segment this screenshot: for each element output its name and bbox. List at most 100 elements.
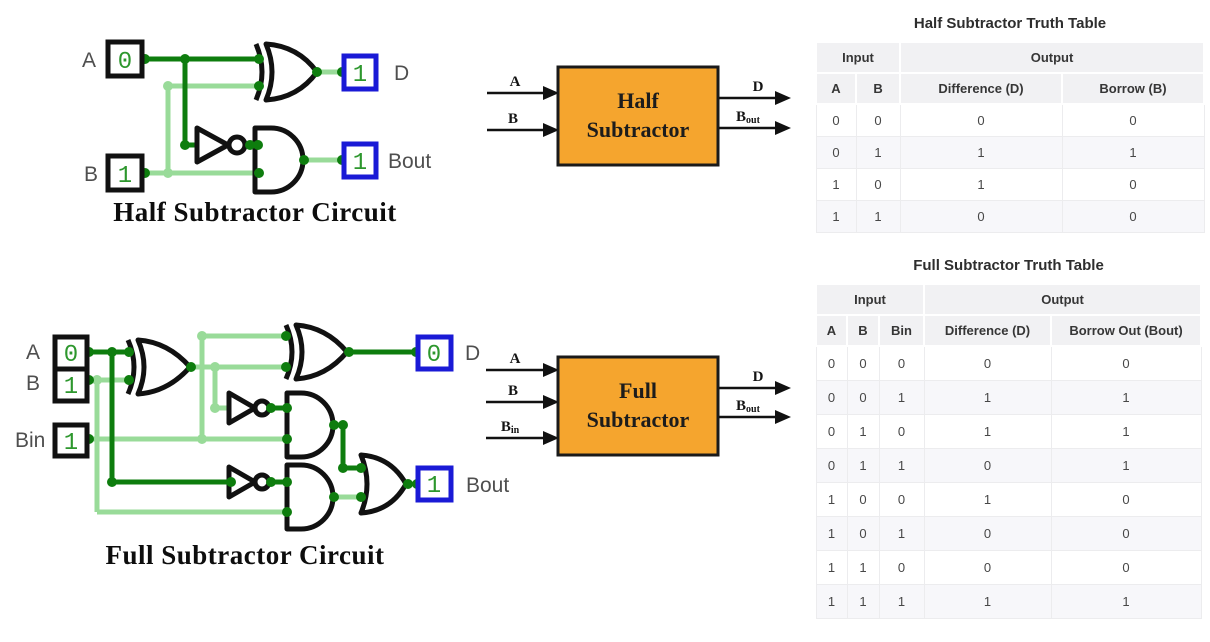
input-box-a	[52, 334, 90, 372]
table-cell: 0	[923, 448, 1052, 483]
table-cell: 1	[815, 584, 848, 619]
table-cell: 0	[878, 345, 925, 381]
full-truth-table: Input Output A B Bin Difference (D) Borr…	[814, 283, 1202, 619]
half-junction-dots-light	[163, 81, 173, 178]
column-header: A	[815, 314, 848, 347]
arrowhead-input-b	[543, 395, 559, 409]
table-cell: 1	[846, 550, 880, 585]
table-cell: 1	[815, 168, 857, 201]
half-block-arrows	[487, 91, 776, 132]
input-bin-label: Bin	[15, 429, 45, 452]
table-row: 0 0 0 0 0	[815, 345, 1202, 381]
table-cell: 0	[923, 550, 1052, 585]
output-d-label: D	[465, 342, 480, 365]
arrowhead-input-bin	[543, 431, 559, 445]
output-box-d	[341, 53, 379, 92]
input-b-value: 1	[64, 374, 78, 401]
table-cell: 0	[846, 380, 880, 415]
table-cell: 1	[923, 482, 1052, 517]
full-block-label-bout: Bout	[736, 398, 761, 415]
full-circuit-title: Full Subtractor Circuit	[105, 540, 385, 570]
table-cell: 1	[815, 516, 848, 551]
table-cell: 1	[1050, 414, 1202, 449]
table-cell: 0	[878, 482, 925, 517]
output-bout-label: Bout	[388, 150, 431, 173]
column-header: Bin	[877, 314, 926, 347]
table-cell: 1	[815, 550, 848, 585]
output-box-bout	[415, 465, 454, 503]
table-row: 1 1 1 1 1	[815, 584, 1202, 619]
table-row: 0 1 0 1 1	[815, 414, 1202, 449]
table-cell: 1	[815, 482, 848, 517]
full-block-label-d: D	[753, 369, 764, 385]
column-header: Difference (D)	[923, 314, 1053, 347]
table-cell: 0	[815, 448, 848, 483]
table-cell: 1	[855, 136, 901, 169]
half-subtractor-block-diagram: Half Subtractor A B D Bout	[487, 65, 791, 167]
xor1-gate-input-arc	[125, 338, 137, 396]
table-row: 0 1 1 1	[815, 136, 1205, 169]
not-gate	[194, 125, 231, 165]
input-a-value: 0	[64, 342, 78, 369]
table-row: 1 0 1 0 0	[815, 516, 1202, 551]
table-cell: 1	[923, 414, 1052, 449]
input-bin-value: 1	[64, 430, 78, 457]
arrowhead-output-d	[775, 91, 791, 105]
table-cell: 0	[815, 136, 857, 169]
input-box-b	[52, 366, 90, 404]
half-block-label-d: D	[753, 79, 764, 95]
column-header: Difference (D)	[899, 72, 1064, 105]
input-b-label: B	[26, 372, 40, 395]
half-circuit-title: Half Subtractor Circuit	[113, 197, 397, 227]
full-gates	[125, 322, 409, 532]
table-cell: 0	[878, 550, 925, 585]
output-bout-label: Bout	[466, 474, 509, 497]
full-junction-dots-light	[92, 331, 220, 444]
output-d-value: 0	[427, 342, 441, 369]
full-block-box	[556, 355, 720, 457]
full-block-line2: Subtractor	[587, 407, 690, 432]
half-gates	[194, 41, 320, 195]
table-cell: 0	[846, 345, 880, 381]
input-box-a	[105, 39, 145, 79]
half-block-box	[556, 65, 720, 167]
table-row: 1 0 0 1 0	[815, 482, 1202, 517]
table-cell: 1	[1061, 136, 1205, 169]
half-subtractor-circuit-diagram: 0 1 1 1 A B D Bout	[82, 39, 431, 195]
table-cell: 0	[855, 168, 901, 201]
xor1-gate	[135, 337, 193, 397]
table-row: 1 1 0 0	[815, 200, 1205, 233]
table-cell: 1	[923, 584, 1052, 619]
table-cell: 0	[878, 414, 925, 449]
group-header-output: Output	[923, 283, 1202, 316]
table-cell: 1	[878, 516, 925, 551]
table-cell: 1	[899, 136, 1063, 169]
table-cell: 1	[1050, 380, 1202, 415]
half-block-line1: Half	[617, 88, 659, 113]
arrowhead-output-bout	[775, 410, 791, 424]
input-b-label: B	[84, 163, 98, 186]
full-column-header-row: A B Bin Difference (D) Borrow Out (Bout)	[815, 314, 1202, 347]
half-block-label-bout: Bout	[736, 109, 761, 126]
xor-gate	[263, 41, 320, 103]
table-cell: 1	[855, 200, 901, 233]
table-cell: 1	[1050, 448, 1202, 483]
table-cell: 0	[899, 200, 1063, 233]
table-cell: 0	[815, 103, 857, 137]
half-block-line2: Subtractor	[587, 117, 690, 142]
table-cell: 0	[855, 103, 901, 137]
column-header: Borrow (B)	[1061, 72, 1205, 105]
group-header-input: Input	[814, 283, 926, 316]
full-block-label-b: B	[508, 383, 518, 399]
table-cell: 0	[923, 516, 1052, 551]
half-column-header-row: A B Difference (D) Borrow (B)	[815, 72, 1205, 105]
output-bout-value: 1	[427, 473, 441, 500]
table-cell: 0	[815, 380, 848, 415]
full-truth-table-section: Full Subtractor Truth Table Input Output…	[814, 257, 1202, 619]
table-cell: 1	[899, 168, 1063, 201]
table-row: 1 1 0 0 0	[815, 550, 1202, 585]
table-cell: 0	[1050, 345, 1202, 381]
input-a-value: 0	[118, 49, 132, 76]
full-block-arrowheads	[543, 363, 791, 445]
table-cell: 1	[1050, 584, 1202, 619]
